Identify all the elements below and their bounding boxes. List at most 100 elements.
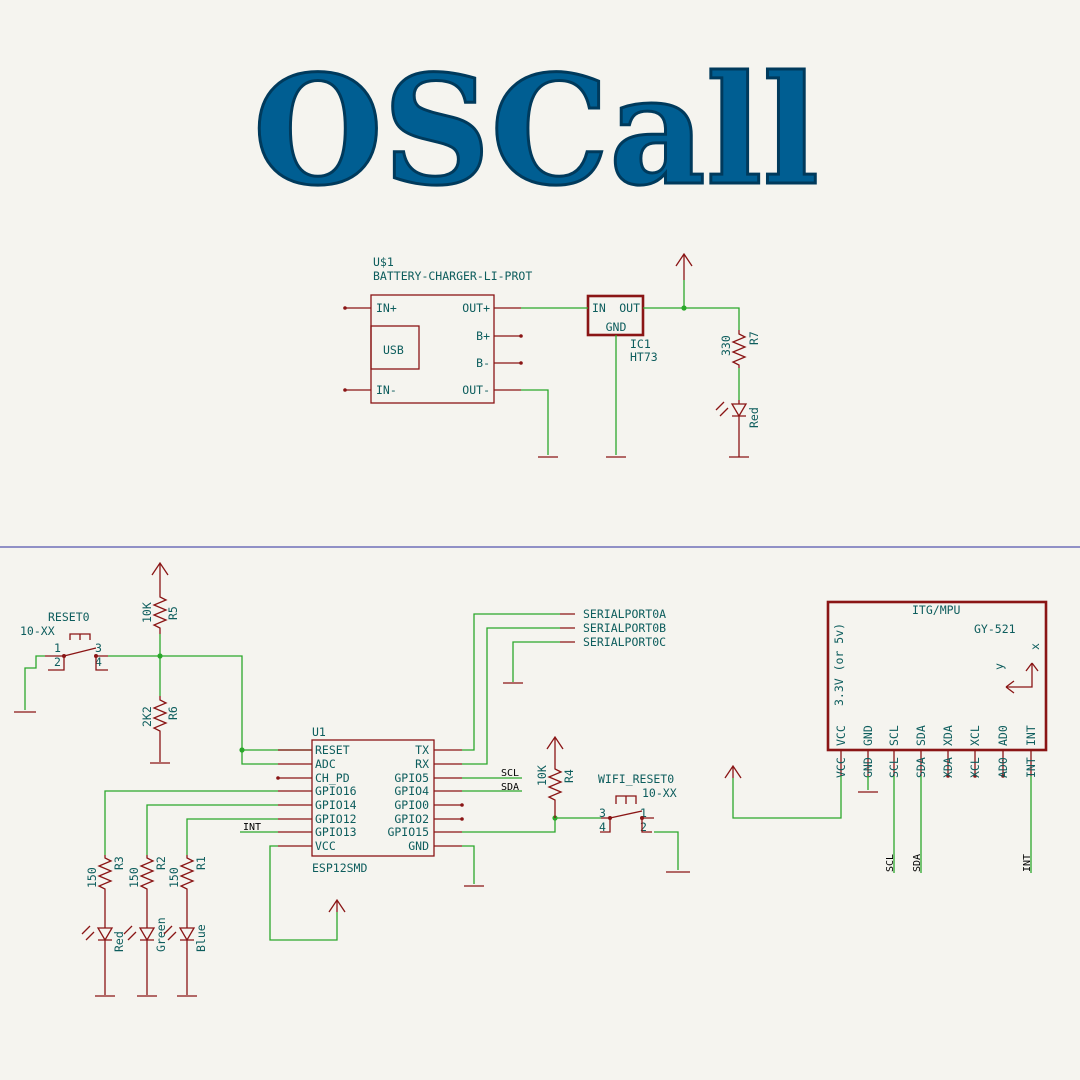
charger-ref: U$1 bbox=[373, 255, 394, 269]
charger-pin-in-plus: IN+ bbox=[376, 301, 397, 315]
esp12-module[interactable]: U1 ESP12SMD RESETADCCH_PDGPIO16GPIO14GPI… bbox=[276, 725, 464, 875]
charger-pin-out-minus: OUT- bbox=[462, 383, 490, 397]
power-arrow-r5 bbox=[151, 561, 169, 590]
mpu-ext-label: SCL bbox=[887, 757, 901, 778]
esp-pin-label: GPIO0 bbox=[394, 798, 429, 812]
serial-port-a: SERIALPORT0A bbox=[583, 607, 666, 621]
led-color: Green bbox=[154, 917, 168, 952]
mpu-title: ITG/MPU bbox=[912, 603, 961, 617]
mpu-ext-label: SDA bbox=[914, 757, 928, 778]
esp-pin-label: GPIO4 bbox=[394, 784, 429, 798]
charger-usb-label: USB bbox=[383, 343, 404, 357]
r4-value: 10K bbox=[535, 765, 549, 786]
led-res-value: 150 bbox=[167, 867, 181, 888]
led-res-ref: R2 bbox=[154, 856, 168, 870]
esp-pin-label: CH_PD bbox=[315, 771, 350, 785]
serial-port-labels: SERIALPORT0A SERIALPORT0B SERIALPORT0C bbox=[560, 607, 666, 649]
led-top[interactable]: Red bbox=[715, 400, 761, 457]
esp-pin-label: GPIO15 bbox=[387, 825, 429, 839]
regulator-pin-in: IN bbox=[592, 301, 606, 315]
power-arrow-r4 bbox=[546, 735, 564, 762]
r4-ref: R4 bbox=[562, 769, 576, 783]
charger-pin-in-minus: IN- bbox=[376, 383, 397, 397]
esp-pin-label: GPIO14 bbox=[315, 798, 357, 812]
regulator-pin-out: OUT bbox=[619, 301, 640, 315]
esp-pin-label: GPIO2 bbox=[394, 812, 429, 826]
mpu-ext-label: XCL bbox=[968, 757, 982, 778]
mpu-pin-label: INT bbox=[1024, 725, 1038, 746]
voltage-regulator[interactable]: IN OUT GND IC1 HT73 bbox=[586, 294, 658, 364]
mpu-model: GY-521 bbox=[974, 622, 1016, 636]
esp-pin-label: GPIO5 bbox=[394, 771, 429, 785]
r6-value: 2K2 bbox=[140, 706, 154, 727]
resistor-r5[interactable]: 10K R5 bbox=[140, 590, 180, 634]
mpu-pin-label: GND bbox=[861, 725, 875, 746]
led-res-value: 150 bbox=[85, 867, 99, 888]
wifi-switch-value: 10-XX bbox=[642, 786, 677, 800]
r7-ref: R7 bbox=[747, 331, 761, 345]
mpu-sda-label: SDA bbox=[912, 854, 923, 872]
led-top-color: Red bbox=[747, 407, 761, 428]
r7-value: 330 bbox=[719, 335, 733, 356]
wifi-pin-1: 1 bbox=[640, 806, 647, 820]
mpu-ext-label: VCC bbox=[834, 757, 848, 778]
esp-pin-label: GPIO16 bbox=[315, 784, 357, 798]
reset-switch-value: 10-XX bbox=[20, 624, 55, 638]
r5-ref: R5 bbox=[166, 606, 180, 620]
serial-port-c: SERIALPORT0C bbox=[583, 635, 666, 649]
mpu-ext-label: AD0 bbox=[996, 757, 1010, 778]
esp-pin-label: ADC bbox=[315, 757, 336, 771]
esp-sda-label: SDA bbox=[501, 782, 519, 793]
reset-pin-4: 4 bbox=[95, 655, 102, 669]
mpu-pin-label: AD0 bbox=[996, 725, 1010, 746]
resistor-r4[interactable]: 10K R4 bbox=[535, 762, 576, 818]
esp-pin-label: GPIO12 bbox=[315, 812, 357, 826]
axis-icon: x y bbox=[992, 643, 1042, 694]
led-res-value: 150 bbox=[127, 867, 141, 888]
reset-pin-3: 3 bbox=[95, 641, 102, 655]
wifi-pin-2: 2 bbox=[640, 820, 647, 834]
wifi-pin-4: 4 bbox=[599, 820, 606, 834]
wifi-pin-3: 3 bbox=[599, 806, 606, 820]
charger-value: BATTERY-CHARGER-LI-PROT bbox=[373, 269, 532, 283]
serial-port-b: SERIALPORT0B bbox=[583, 621, 666, 635]
led-color: Blue bbox=[194, 924, 208, 952]
wifi-switch-ref: WIFI_RESET0 bbox=[598, 772, 674, 786]
esp-pin-label: RESET bbox=[315, 743, 350, 757]
power-arrow-mpu bbox=[724, 764, 742, 779]
mpu-pin-label: XDA bbox=[941, 725, 955, 746]
r5-value: 10K bbox=[140, 602, 154, 623]
axis-y-label: y bbox=[992, 663, 1006, 670]
resistor-r6[interactable]: 2K2 R6 bbox=[140, 696, 180, 762]
mpu-ext-label: INT bbox=[1024, 757, 1038, 778]
esp-ref: U1 bbox=[312, 725, 326, 739]
esp-pin-label: VCC bbox=[315, 839, 336, 853]
reset-switch-ref: RESET0 bbox=[48, 610, 90, 624]
reset-switch[interactable]: RESET0 10-XX 1 2 3 4 bbox=[20, 610, 108, 671]
battery-charger[interactable]: U$1 BATTERY-CHARGER-LI-PROT USB IN+ IN- … bbox=[343, 255, 532, 404]
esp-pin-label: GPIO13 bbox=[315, 825, 357, 839]
esp-value: ESP12SMD bbox=[312, 861, 367, 875]
mpu-scl-label: SCL bbox=[885, 854, 896, 872]
charger-pin-b-plus: B+ bbox=[476, 329, 490, 343]
charger-pin-b-minus: B- bbox=[476, 356, 490, 370]
logo-text: OSCall bbox=[253, 43, 819, 219]
reset-pin-2: 2 bbox=[54, 655, 61, 669]
mpu-pin-label: VCC bbox=[834, 725, 848, 746]
regulator-pin-gnd: GND bbox=[606, 320, 627, 334]
esp-pin-label: TX bbox=[415, 743, 429, 757]
power-arrow-esp-vcc bbox=[328, 898, 346, 913]
mpu-ext-label: GND bbox=[861, 757, 875, 778]
mpu-supply: 3.3V (or 5v) bbox=[832, 623, 846, 706]
mpu-pin-label: SCL bbox=[887, 725, 901, 746]
resistor-r7[interactable]: 330 R7 bbox=[719, 330, 761, 368]
regulator-value: HT73 bbox=[630, 350, 658, 364]
wifi-reset-switch[interactable]: WIFI_RESET0 10-XX 3 1 4 2 bbox=[598, 772, 677, 834]
mpu-module[interactable]: ITG/MPU GY-521 3.3V (or 5v) x y VCC VCC GN… bbox=[826, 600, 1048, 778]
mpu-pin-label: XCL bbox=[968, 725, 982, 746]
regulator-ref: IC1 bbox=[630, 337, 651, 351]
